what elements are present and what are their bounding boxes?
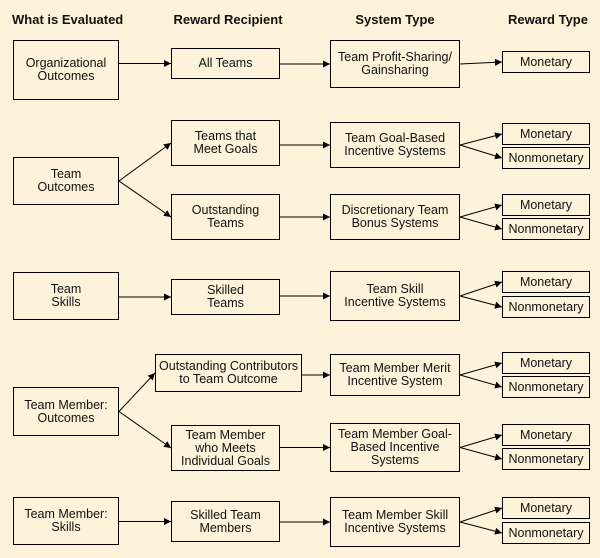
arrow-eval-rec-1-1 bbox=[118, 180, 172, 218]
arrow-sys-rew-3-1-0 bbox=[459, 433, 503, 448]
arrow-sys-rew-3-0-0 bbox=[459, 361, 503, 376]
evaluated-box-4-label: Team Member: Skills bbox=[24, 507, 108, 534]
reward-box-3-1-0-label: Monetary bbox=[519, 427, 573, 442]
recipient-box-0-0: All Teams bbox=[171, 48, 280, 79]
recipient-box-2-0-label: Skilled Teams bbox=[207, 283, 244, 310]
reward-box-1-0-1-label: Nonmonetary bbox=[508, 150, 584, 165]
system-box-4-0: Team Member Skill Incentive Systems bbox=[330, 497, 460, 547]
recipient-box-1-0-label: Teams that Meet Goals bbox=[193, 129, 258, 156]
reward-box-4-0-1-label: Nonmonetary bbox=[508, 525, 584, 540]
recipient-box-4-0: Skilled Team Members bbox=[171, 501, 280, 542]
system-box-1-1: Discretionary Team Bonus Systems bbox=[330, 194, 460, 240]
header-what-is-evaluated: What is Evaluated bbox=[12, 12, 124, 27]
reward-box-4-0-0-label: Monetary bbox=[519, 500, 573, 515]
reward-box-3-1-1-label: Nonmonetary bbox=[508, 451, 584, 466]
evaluated-box-0-label: Organizational Outcomes bbox=[25, 56, 107, 83]
arrow-sys-rew-2-0-0 bbox=[459, 280, 503, 297]
arrow-sys-rew-3-1-1 bbox=[459, 447, 503, 461]
system-box-1-0-label: Team Goal-Based Incentive Systems bbox=[344, 131, 446, 158]
reward-box-4-0-1: Nonmonetary bbox=[502, 522, 590, 544]
system-box-0-0: Team Profit-Sharing/ Gainsharing bbox=[330, 40, 460, 88]
arrow-sys-rew-1-0-0 bbox=[459, 132, 503, 146]
recipient-box-3-1-label: Team Member who Meets Individual Goals bbox=[181, 427, 270, 468]
system-box-3-0-label: Team Member Merit Incentive System bbox=[339, 361, 451, 388]
reward-box-2-0-0: Monetary bbox=[502, 271, 590, 293]
arrow-sys-rew-4-0-1 bbox=[459, 521, 503, 535]
reward-box-3-1-1: Nonmonetary bbox=[502, 448, 590, 470]
reward-box-3-0-1: Nonmonetary bbox=[502, 376, 590, 398]
arrow-sys-rew-2-0-1 bbox=[459, 295, 503, 309]
arrow-sys-rew-1-1-1 bbox=[459, 216, 503, 231]
reward-box-2-0-0-label: Monetary bbox=[519, 274, 573, 289]
evaluated-box-3: Team Member: Outcomes bbox=[13, 387, 119, 436]
arrow-sys-rew-1-1-0 bbox=[459, 203, 503, 218]
system-box-2-0-label: Team Skill Incentive Systems bbox=[344, 282, 446, 309]
system-box-3-1: Team Member Goal- Based Incentive System… bbox=[330, 423, 460, 472]
system-box-2-0: Team Skill Incentive Systems bbox=[330, 271, 460, 321]
arrow-eval-rec-3-0 bbox=[118, 372, 156, 412]
reward-box-3-0-0-label: Monetary bbox=[519, 355, 573, 370]
reward-box-1-1-1-label: Nonmonetary bbox=[508, 221, 584, 236]
recipient-box-4-0-label: Skilled Team Members bbox=[190, 507, 261, 535]
header-reward-type: Reward Type bbox=[508, 12, 588, 27]
recipient-box-3-0-label: Outstanding Contributors to Team Outcome bbox=[159, 359, 298, 386]
recipient-box-1-1: Outstanding Teams bbox=[171, 194, 280, 240]
system-box-1-0: Team Goal-Based Incentive Systems bbox=[330, 122, 460, 168]
evaluated-box-1-label: Team Outcomes bbox=[37, 167, 95, 194]
reward-box-3-0-1-label: Nonmonetary bbox=[508, 379, 584, 394]
reward-box-1-0-1: Nonmonetary bbox=[502, 147, 590, 169]
arrow-sys-rew-1-0-1 bbox=[459, 144, 503, 160]
system-box-1-1-label: Discretionary Team Bonus Systems bbox=[341, 203, 449, 230]
arrow-sys-rew-0-0-0 bbox=[459, 58, 503, 66]
system-box-0-0-label: Team Profit-Sharing/ Gainsharing bbox=[338, 50, 452, 77]
reward-box-3-0-0: Monetary bbox=[502, 352, 590, 374]
evaluated-box-4: Team Member: Skills bbox=[13, 497, 119, 545]
arrow-sys-rew-3-0-1 bbox=[459, 374, 503, 389]
system-box-3-1-label: Team Member Goal- Based Incentive System… bbox=[338, 427, 452, 467]
recipient-box-3-0: Outstanding Contributors to Team Outcome bbox=[155, 354, 302, 392]
evaluated-box-0: Organizational Outcomes bbox=[13, 40, 119, 100]
evaluated-box-1: Team Outcomes bbox=[13, 157, 119, 205]
reward-box-2-0-1: Nonmonetary bbox=[502, 296, 590, 318]
header-system-type: System Type bbox=[355, 12, 435, 27]
reward-box-1-1-0: Monetary bbox=[502, 194, 590, 216]
reward-box-1-0-0-label: Monetary bbox=[519, 126, 573, 141]
reward-box-1-0-0: Monetary bbox=[502, 123, 590, 145]
evaluated-box-2-label: Team Skills bbox=[50, 282, 82, 309]
recipient-box-1-0: Teams that Meet Goals bbox=[171, 120, 280, 166]
arrow-eval-rec-1-0 bbox=[118, 142, 172, 182]
recipient-box-1-1-label: Outstanding Teams bbox=[191, 203, 260, 230]
header-reward-recipient: Reward Recipient bbox=[173, 12, 283, 27]
reward-box-1-1-0-label: Monetary bbox=[519, 197, 573, 212]
reward-box-4-0-0: Monetary bbox=[502, 497, 590, 519]
reward-box-2-0-1-label: Nonmonetary bbox=[508, 299, 584, 314]
recipient-box-0-0-label: All Teams bbox=[198, 56, 253, 70]
recipient-box-3-1: Team Member who Meets Individual Goals bbox=[171, 425, 280, 471]
evaluated-box-3-label: Team Member: Outcomes bbox=[24, 397, 108, 425]
arrow-eval-rec-3-1 bbox=[118, 411, 172, 449]
reward-box-3-1-0: Monetary bbox=[502, 424, 590, 446]
arrow-sys-rew-4-0-0 bbox=[459, 506, 503, 523]
reward-box-1-1-1: Nonmonetary bbox=[502, 218, 590, 240]
reward-box-0-0-0: Monetary bbox=[502, 51, 590, 73]
recipient-box-2-0: Skilled Teams bbox=[171, 279, 280, 315]
reward-box-0-0-0-label: Monetary bbox=[519, 54, 573, 69]
evaluated-box-2: Team Skills bbox=[13, 272, 119, 320]
system-box-4-0-label: Team Member Skill Incentive Systems bbox=[341, 508, 449, 535]
system-box-3-0: Team Member Merit Incentive System bbox=[330, 354, 460, 396]
